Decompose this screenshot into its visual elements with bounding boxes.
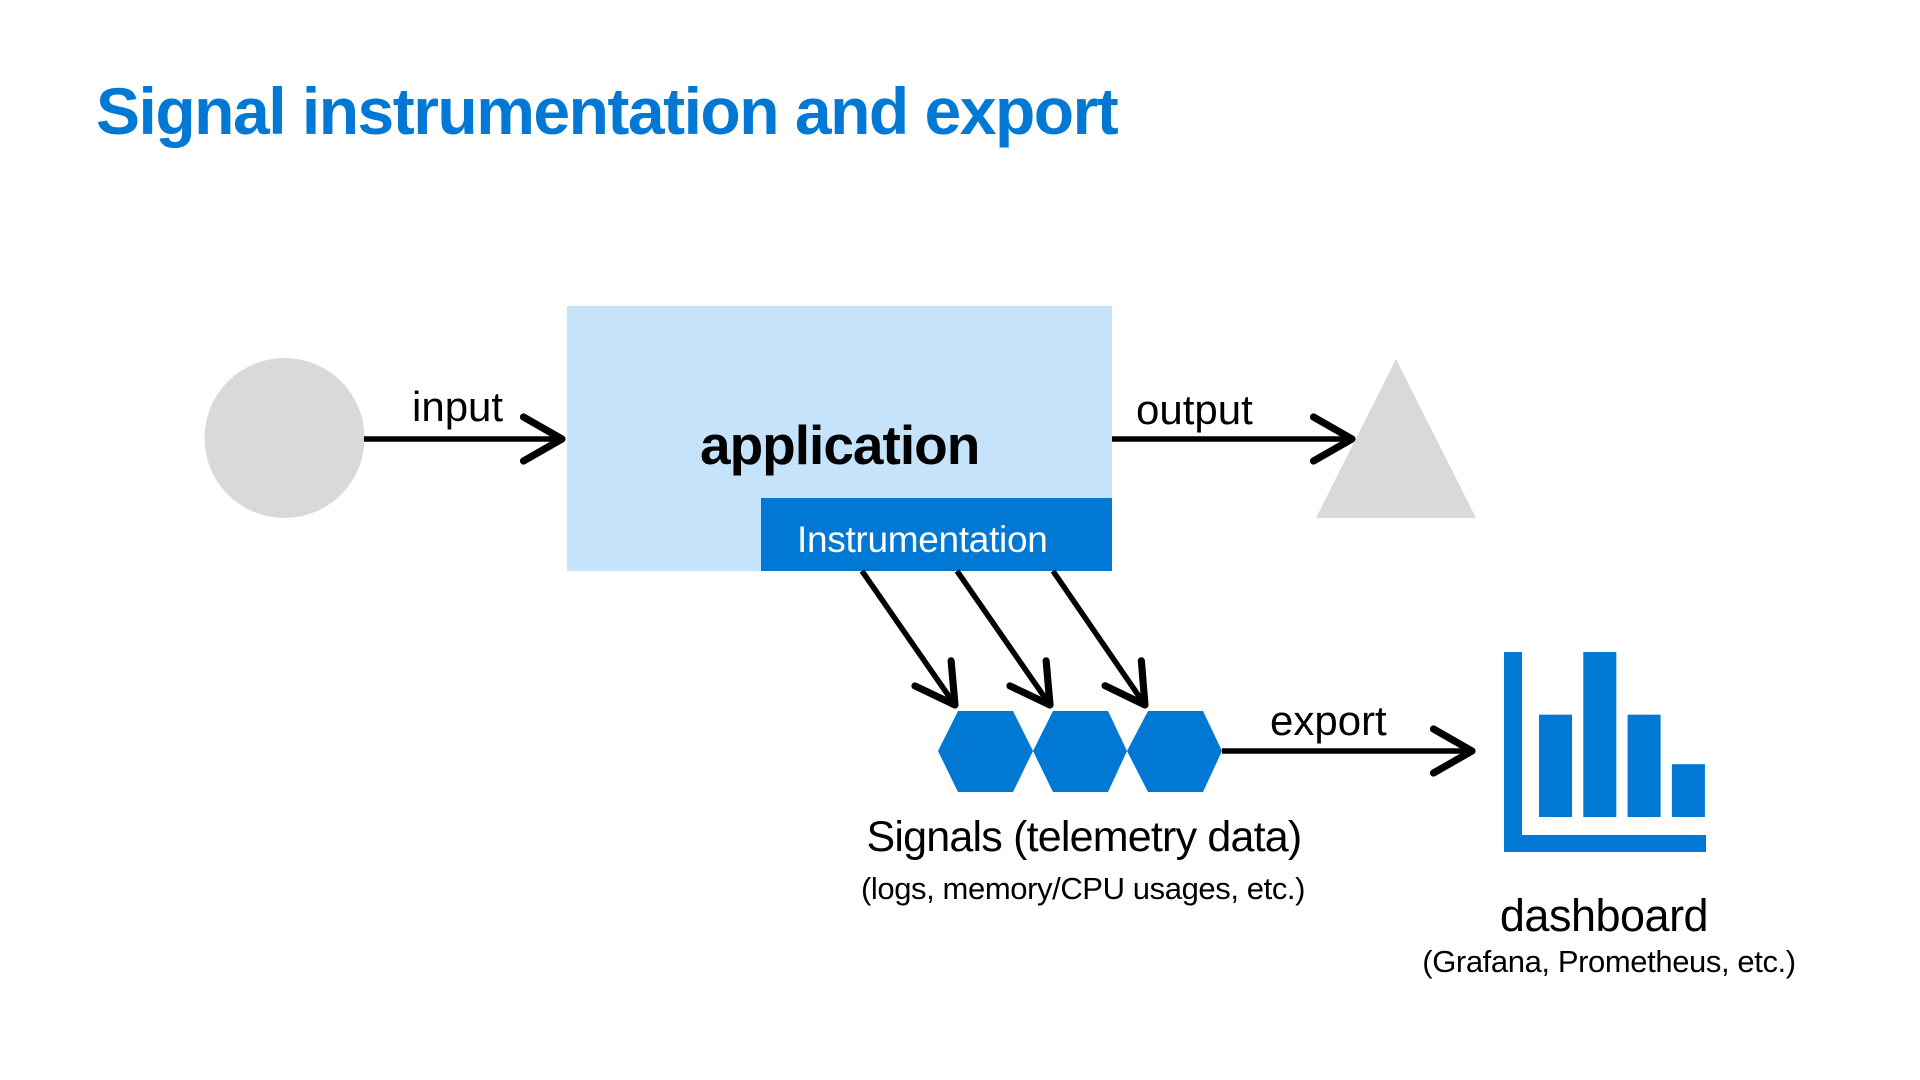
bar-chart-icon [1504,652,1706,852]
signal-arrow-1 [859,569,959,709]
signal-hexagon-2 [1033,711,1127,792]
bar-chart-y-axis [1504,652,1522,852]
signal-hexagon-1 [938,711,1033,792]
slide-title: Signal instrumentation and export [96,74,1119,148]
dashboard-label: dashboard [1499,890,1709,941]
instrumentation-label: Instrumentation [797,519,1048,560]
dashboard-sublabel: (Grafana, Prometheus, etc.) [1422,944,1796,979]
destination-triangle [1316,359,1476,518]
export-label: export [1270,697,1387,744]
application-label: application [700,414,980,476]
signal-arrow-3 [1050,569,1149,709]
instrumentation-bar [761,498,1112,571]
bar-chart-icon-bar [1583,652,1617,817]
signal-hexagon-3 [1127,711,1222,792]
bar-chart-icon-bar [1627,714,1661,817]
signals-sublabel: (logs, memory/CPU usages, etc.) [860,871,1306,906]
bar-chart-icon-bar [1539,714,1572,817]
output-label: output [1136,386,1253,433]
signals-label: Signals (telemetry data) [866,813,1303,861]
bar-chart-icon-bar [1671,764,1705,817]
signal-arrow-2 [954,569,1054,709]
source-circle [204,358,365,518]
input-label: input [412,383,504,430]
bar-chart-x-axis [1504,835,1706,852]
